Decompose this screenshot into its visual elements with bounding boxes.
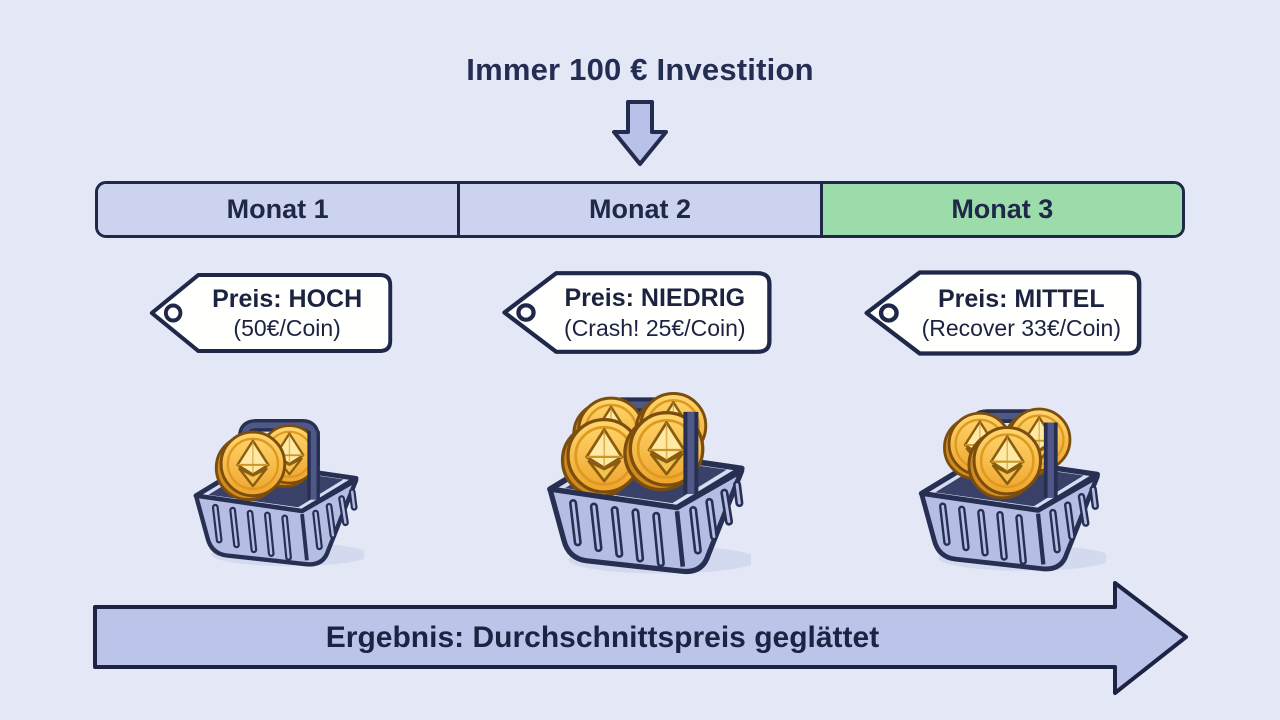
basket-month-1: [190, 407, 364, 569]
result-arrow: [93, 581, 1188, 695]
month-cell-3: Monat 3: [819, 184, 1182, 235]
price-detail-2: (Crash! 25€/Coin): [564, 314, 746, 341]
price-tag-shape: [149, 273, 393, 353]
month-cell-2: Monat 2: [457, 184, 820, 235]
tag-hole-icon: [878, 303, 899, 323]
price-tag-month-1: Preis: HOCH (50€/Coin): [146, 268, 398, 358]
flow-down-arrow-icon: [612, 100, 668, 166]
price-level-3: Preis: MITTEL: [937, 284, 1105, 313]
tag-hole-icon: [516, 303, 536, 322]
price-detail-3: (Recover 33€/Coin): [921, 315, 1121, 342]
month-label-2: Monat 2: [588, 194, 691, 224]
month-label-1: Monat 1: [226, 194, 329, 224]
timeline-bar: Monat 1 Monat 2 Monat 3: [95, 181, 1185, 238]
month-label-3: Monat 3: [951, 194, 1054, 224]
price-level-1: Preis: HOCH: [212, 284, 363, 313]
basket-month-3: [915, 407, 1106, 574]
result-label: Ergebnis: Durchschnittspreis geglättet: [325, 621, 880, 654]
tag-hole-icon: [163, 303, 183, 323]
price-level-2: Preis: NIEDRIG: [564, 284, 746, 313]
month-cell-1: Monat 1: [98, 184, 458, 235]
price-tag-shape: [502, 271, 772, 354]
price-tag-shape: [864, 270, 1142, 356]
page-title: Immer 100 € Investition: [466, 52, 814, 87]
price-tag-month-2: Preis: NIEDRIG (Crash! 25€/Coin): [498, 266, 778, 359]
basket-month-2: [543, 392, 751, 577]
price-detail-1: (50€/Coin): [233, 315, 341, 342]
price-tag-month-3: Preis: MITTEL (Recover 33€/Coin): [860, 265, 1148, 361]
